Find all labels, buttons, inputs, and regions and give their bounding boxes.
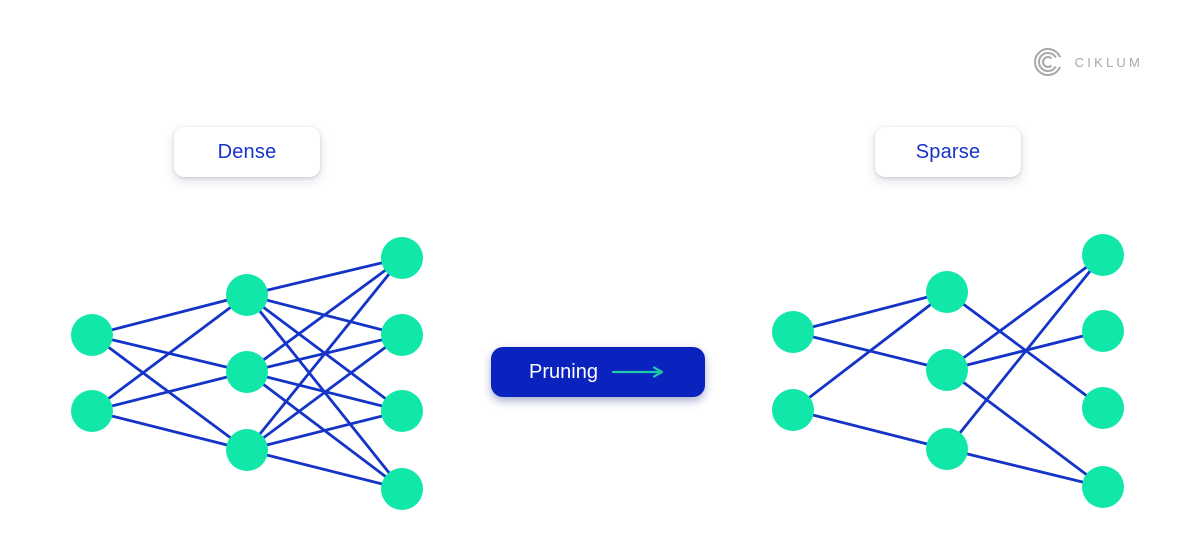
dense-edge-h3-o4 [246,448,403,491]
dense-node-o4 [381,468,423,510]
sparse-node-o1 [1082,234,1124,276]
dense-label-box: Dense [174,127,320,177]
dense-edge-i2-h2 [91,370,248,413]
dense-node-i2 [71,390,113,432]
ciklum-logo: CIKLUM [1031,45,1143,79]
dense-label: Dense [217,140,277,163]
dense-edge-i1-h1 [91,293,248,337]
sparse-edge-h3-o1 [945,254,1105,450]
sparse-edge-h2-o1 [946,253,1104,372]
arrow-right-icon [611,366,664,378]
pruning-button: Pruning [491,347,705,397]
dense-node-h3 [226,429,268,471]
ciklum-logo-icon [1033,47,1061,77]
sparse-edge-h3-o4 [946,447,1104,489]
sparse-edge-i2-h1 [792,290,948,412]
sparse-node-o4 [1082,466,1124,508]
sparse-edge-i2-h3 [792,408,948,451]
dense-edge-i2-h1 [91,293,248,413]
ciklum-logo-text: CIKLUM [1074,54,1143,70]
sparse-node-o3 [1082,387,1124,429]
sparse-label-box: Sparse [875,127,1021,177]
dense-edge-h2-o1 [246,256,403,374]
dense-node-i1 [71,314,113,356]
pruning-label: Pruning [529,360,598,383]
dense-node-h1 [226,274,268,316]
dense-edge-h3-o3 [246,409,403,452]
sparse-node-o2 [1082,310,1124,352]
dense-edge-h3-o2 [246,333,403,452]
sparse-edge-i1-h1 [792,290,948,334]
dense-edge-i2-h3 [91,409,248,452]
sparse-node-h3 [926,428,968,470]
sparse-node-i2 [772,389,814,431]
dense-node-o3 [381,390,423,432]
sparse-node-i1 [772,311,814,353]
dense-node-o2 [381,314,423,356]
sparse-edge-h2-o4 [946,368,1104,489]
dense-node-o1 [381,237,423,279]
dense-node-h2 [226,351,268,393]
dense-edge-h3-o1 [245,257,404,451]
sparse-node-h1 [926,271,968,313]
sparse-node-h2 [926,349,968,391]
dense-edge-h1-o1 [246,256,403,297]
sparse-label: Sparse [915,140,981,163]
